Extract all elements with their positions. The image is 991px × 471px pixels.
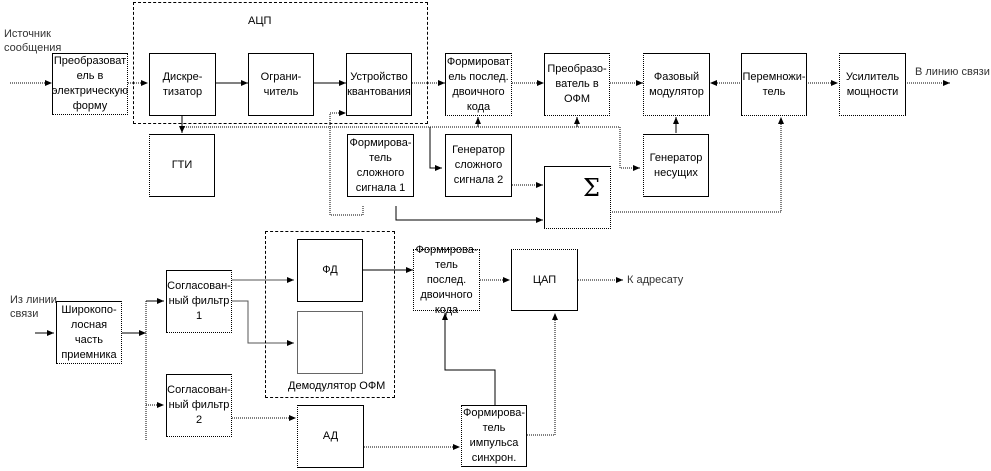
sync-pulse-former-block[interactable]: Формирова- тель импульса синхрон.	[461, 405, 527, 467]
wire-mf1-to-demod	[232, 300, 294, 346]
adc-group-label: АЦП	[248, 15, 272, 27]
wideband-block[interactable]: Широкопо- лосная часть приемника	[56, 301, 122, 364]
ad-block[interactable]: АД	[297, 405, 364, 468]
pd-block[interactable]: ФД	[297, 239, 363, 302]
wire-clock-bus	[182, 126, 640, 171]
multiplier-block[interactable]: Перемножи- тель	[741, 53, 807, 116]
wire-csf1-to-sum	[395, 206, 543, 223]
wire-split-to-mf1	[145, 300, 162, 440]
complex-signal-former-1-block[interactable]: Формирова- тель сложного сигнала 1	[347, 134, 414, 197]
complex-signal-gen-2-block[interactable]: Генератор сложного сигнала 2	[445, 134, 512, 197]
wire-csf1-to-quantizer	[329, 110, 364, 216]
gti-block[interactable]: ГТИ	[149, 134, 215, 197]
power-amp-block[interactable]: Усилитель мощности	[839, 53, 906, 116]
demod-lower-block[interactable]	[297, 311, 363, 374]
summator-block[interactable]: Σ	[544, 166, 611, 229]
ofm-converter-block[interactable]: Преобразо- ватель в ОФМ	[544, 53, 610, 116]
rx-input-label: Из линии связи	[10, 294, 57, 320]
demod-ofm-group-label: Демодулятор ОФМ	[288, 380, 386, 392]
phase-modulator-block[interactable]: Фазовый модулятор	[643, 53, 710, 116]
wire-sync-to-binary-rx	[442, 313, 496, 405]
dac-block[interactable]: ЦАП	[511, 249, 578, 311]
binary-seq-former-rx-block[interactable]: Формирова- тель послед. двоичного кода	[413, 244, 480, 316]
sigma-icon: Σ	[583, 174, 600, 202]
wire-sum-to-multiplier	[610, 117, 784, 213]
carrier-gen-block[interactable]: Генератор несущих	[643, 134, 709, 197]
wire-sync-to-dac	[527, 313, 558, 436]
matched-filter-2-block[interactable]: Согласован- ный фильтр 2	[166, 374, 232, 437]
adc-group	[133, 2, 428, 124]
source-label: Источник сообщения	[4, 28, 62, 54]
limiter-block[interactable]: Ограни- читель	[248, 53, 314, 116]
wire-quantizer-to-gen2	[429, 127, 442, 171]
binary-seq-former-block[interactable]: Формироват ель послед. двоичного кода	[445, 53, 512, 116]
sampler-block[interactable]: Дискре- тизатор	[149, 53, 216, 116]
converter-block[interactable]: Преобразоват ель в электрическую форму	[52, 53, 128, 115]
output-line-label: В линию связи	[915, 66, 990, 78]
addressee-label: К адресату	[627, 274, 684, 286]
demod-ofm-group	[265, 231, 395, 398]
matched-filter-1-block[interactable]: Согласован- ный фильтр 1	[166, 270, 232, 333]
quantizer-block[interactable]: Устройство квантования	[346, 53, 412, 116]
